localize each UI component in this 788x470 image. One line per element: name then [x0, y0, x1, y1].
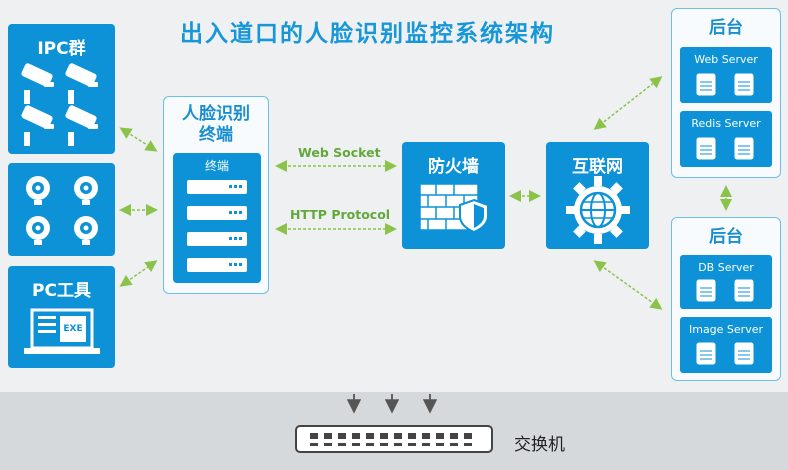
server-icon: [695, 278, 717, 303]
webcam-icon: [26, 216, 50, 245]
backend-top-group: 后台 Web Server Redis Server: [671, 8, 781, 178]
websocket-link-label: Web Socket: [298, 145, 381, 160]
image-server-card: Image Server: [680, 317, 772, 373]
pc-tool-box: PC工具 EXE: [8, 266, 115, 368]
server-icon: [733, 278, 755, 303]
webcam-icon: [74, 216, 98, 245]
redis-server-label: Redis Server: [691, 117, 761, 130]
network-switch-icon: [295, 425, 493, 453]
server-icon: [733, 136, 755, 161]
arrow-pctool-terminal: [119, 260, 158, 287]
arrow-internet-backend-bottom: [593, 260, 663, 310]
terminal-card-label: 终端: [204, 159, 229, 173]
server-icon: [695, 72, 717, 97]
bullet-camera-icon: [21, 63, 54, 104]
backend-bottom-group: 后台 DB Server Image Server: [671, 217, 781, 381]
pc-tool-label: PC工具: [32, 281, 91, 301]
server-icon: [733, 72, 755, 97]
terminal-unit-icon: [187, 206, 247, 220]
arrow-ipc-terminal: [119, 127, 158, 152]
db-server-card: DB Server: [680, 255, 772, 309]
webcam-group-box: [8, 163, 115, 256]
firewall-box: 防火墙: [402, 142, 505, 249]
server-icon: [695, 341, 717, 366]
switch-label: 交换机: [514, 435, 565, 455]
arrow-internet-backend-top: [593, 76, 663, 130]
backend-top-title: 后台: [709, 18, 743, 38]
firewall-label: 防火墙: [428, 157, 479, 177]
face-terminal-title-line2: 终端: [199, 125, 233, 145]
exe-label: EXE: [63, 324, 83, 334]
server-icon: [733, 341, 755, 366]
camera-icons: [21, 63, 98, 146]
terminal-unit-icon: [187, 180, 247, 194]
diagram-background: [0, 0, 788, 392]
web-server-label: Web Server: [694, 53, 758, 66]
ipc-group-box: IPC群: [8, 24, 115, 154]
db-server-label: DB Server: [698, 261, 754, 274]
webcam-icon: [26, 176, 50, 205]
terminal-unit-icon: [187, 232, 247, 246]
redis-server-card: Redis Server: [680, 111, 772, 167]
laptop-icon: [24, 308, 100, 354]
face-terminal-group: 人脸识别 终端 终端: [163, 96, 269, 294]
diagram-title: 出入道口的人脸识别监控系统架构: [180, 21, 555, 47]
firewall-icon: [419, 183, 489, 234]
bullet-camera-icon: [65, 63, 98, 104]
image-server-label: Image Server: [688, 323, 764, 336]
webcam-icons: [26, 176, 98, 245]
webcam-icon: [74, 176, 98, 205]
face-terminal-title-line1: 人脸识别: [182, 104, 250, 124]
http-link-label: HTTP Protocol: [290, 207, 391, 222]
internet-box: 互联网: [546, 142, 649, 249]
terminal-units: [187, 180, 247, 272]
internet-label: 互联网: [572, 157, 623, 177]
backend-bottom-title: 后台: [709, 227, 743, 247]
terminal-unit-icon: [187, 258, 247, 272]
terminal-card: 终端: [173, 153, 261, 283]
ipc-group-label: IPC群: [37, 39, 86, 59]
web-server-card: Web Server: [680, 47, 772, 103]
globe-gear-icon: [566, 176, 630, 244]
bullet-camera-icon: [65, 105, 98, 146]
server-icon: [695, 136, 717, 161]
bullet-camera-icon: [21, 105, 54, 146]
